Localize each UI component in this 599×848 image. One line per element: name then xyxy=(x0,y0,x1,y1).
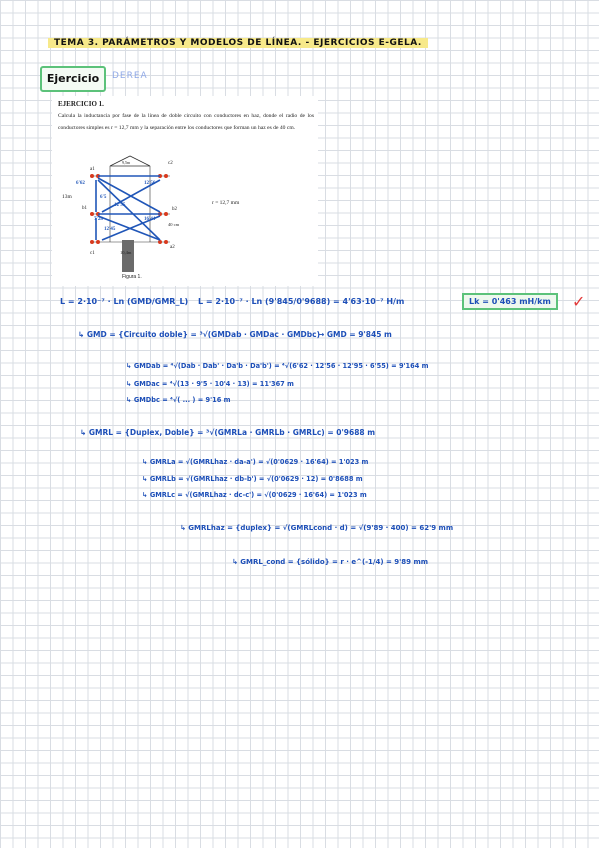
eq-gmdbc: ↳ GMDbc = ⁴√( ... ) = 9'16 m xyxy=(126,396,231,404)
label-9-5m: 9,5m xyxy=(122,160,131,166)
radius-label: r = 12,7 mm xyxy=(212,200,240,206)
exercise-tag: DEREA xyxy=(112,71,148,81)
result-box: Lk = 0'463 mH/km xyxy=(462,293,558,310)
label-6-5: 6'5 xyxy=(100,195,107,200)
label-b1: b1 xyxy=(82,206,88,211)
label-6-62: 6'62 xyxy=(76,181,85,186)
eq-inductance-value: L = 2·10⁻⁷ · Ln (9'845/0'9688) = 4'63·10… xyxy=(198,297,405,306)
problem-heading: EJERCICIO 1. xyxy=(58,100,104,108)
eq-inductance-formula: L = 2·10⁻⁷ · Ln (GMD/GMR_L) xyxy=(60,297,189,306)
exercise-label: Ejercicio 1. xyxy=(40,66,106,107)
label-40cm: 40 cm xyxy=(168,222,180,227)
eq-gmrl-cond: ↳ GMRL_cond = {sólido} = r · e^(-1/4) = … xyxy=(232,558,429,566)
eq-gmd-result: → GMD = 9'845 m xyxy=(318,330,392,339)
checkmark-icon: ✓ xyxy=(572,292,586,311)
label-10-4m: 10,4m xyxy=(120,250,132,256)
problem-statement: EJERCICIO 1. Calcula la inductancia por … xyxy=(52,96,318,286)
label-16-44: 16'44 xyxy=(144,217,156,222)
label-12-56: 12'56 xyxy=(144,181,156,186)
label-12-45: 12'45 xyxy=(104,227,116,232)
label-c2: c2 xyxy=(168,161,173,166)
label-7-28: 7'28 xyxy=(94,217,103,222)
eq-gmrlb: ↳ GMRLb = √(GMRLhaz · db-b') = √(0'0629 … xyxy=(142,475,363,483)
label-13m: 13m xyxy=(62,194,73,200)
label-c1: c1 xyxy=(90,251,95,256)
eq-gmrl-haz: ↳ GMRLhaz = {duplex} = √(GMRLcond · d) =… xyxy=(180,524,454,532)
eq-gmrlc: ↳ GMRLc = √(GMRLhaz · dc-c') = √(0'0629 … xyxy=(142,491,367,499)
eq-gmdac: ↳ GMDac = ⁴√(13 · 9'5 · 10'4 · 13) = 11'… xyxy=(126,380,294,388)
page-title: TEMA 3. PARÁMETROS Y MODELOS DE LÍNEA. -… xyxy=(48,38,428,48)
label-a1: a1 xyxy=(90,167,95,172)
label-b2: b2 xyxy=(172,207,178,212)
problem-text: Calcula la inductancia por fase de la lí… xyxy=(58,113,314,131)
figure-caption: Figura 1. xyxy=(122,274,142,280)
eq-gmrl-definition: ↳ GMRL = {Duplex, Doble} = ³√(GMRLa · GM… xyxy=(80,428,376,437)
eq-gmrla: ↳ GMRLa = √(GMRLhaz · da-a') = √(0'0629 … xyxy=(142,458,369,466)
eq-gmd-definition: ↳ GMD = {Circuito doble} = ³√(GMDab · GM… xyxy=(78,330,321,339)
label-a2: a2 xyxy=(170,245,175,250)
tower-figure: a1 c2 b1 b2 c1 a2 13m 9,5m 6'62 12'56 6'… xyxy=(62,155,180,272)
label-12-95: 12'95 xyxy=(114,203,126,208)
eq-gmdab: ↳ GMDab = ⁴√(Dab · Dab' · Da'b · Da'b') … xyxy=(126,362,429,370)
